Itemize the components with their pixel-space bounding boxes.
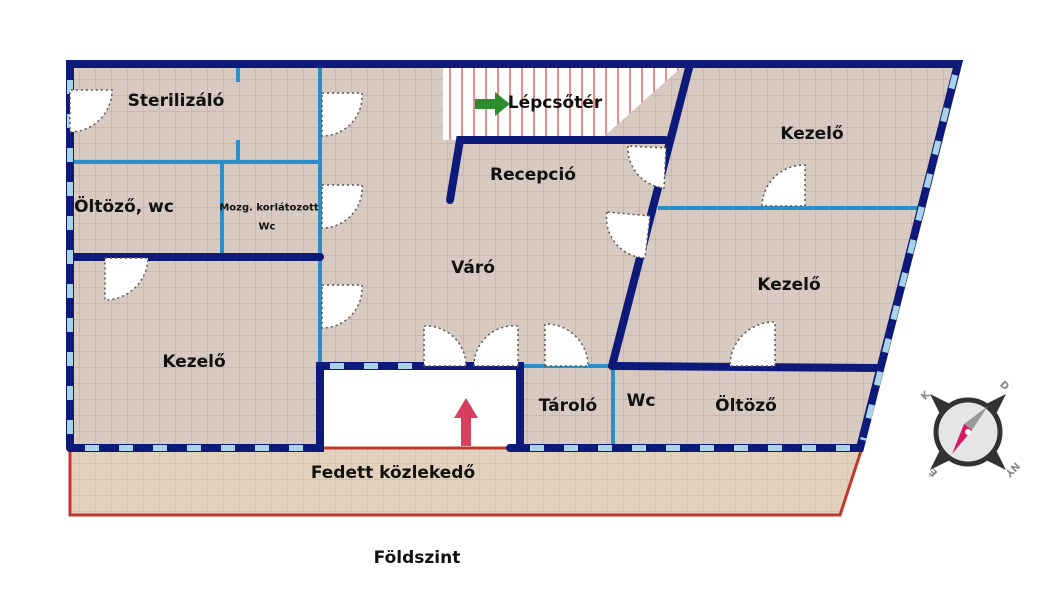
windows bbox=[67, 74, 958, 451]
room-label-sterilizalo: Sterilizáló bbox=[127, 91, 225, 111]
room-label-kezelo: Kezelő bbox=[162, 352, 226, 372]
room-label-mozg-korlatozott: Mozg. korlátozott bbox=[219, 202, 319, 214]
room-label-wc: Wc bbox=[626, 391, 656, 411]
room-label-lepcsoter: Lépcsőtér bbox=[507, 93, 603, 113]
room-label-oltozo-wc: Öltöző, wc bbox=[74, 197, 174, 217]
doors bbox=[69, 89, 806, 367]
stairs-direction-arrow-icon bbox=[475, 92, 510, 116]
room-label-fedett-kozlekedo: Fedett közlekedő bbox=[310, 463, 476, 483]
floor-caption: Földszint bbox=[373, 548, 461, 568]
compass-icon bbox=[930, 394, 1006, 470]
room-label-tarolo: Tároló bbox=[538, 396, 598, 416]
room-label-oltozo: Öltöző bbox=[715, 396, 777, 416]
room-label-recepcio: Recepció bbox=[490, 165, 576, 185]
partition-walls bbox=[70, 64, 918, 448]
entrance-arrow-icon bbox=[454, 398, 478, 446]
room-label-kezelo: Kezelő bbox=[780, 124, 844, 144]
room-label-varo: Váró bbox=[451, 258, 495, 278]
room-label-kezelo: Kezelő bbox=[757, 275, 821, 295]
room-label-mozg-wc: Wc bbox=[258, 221, 276, 233]
